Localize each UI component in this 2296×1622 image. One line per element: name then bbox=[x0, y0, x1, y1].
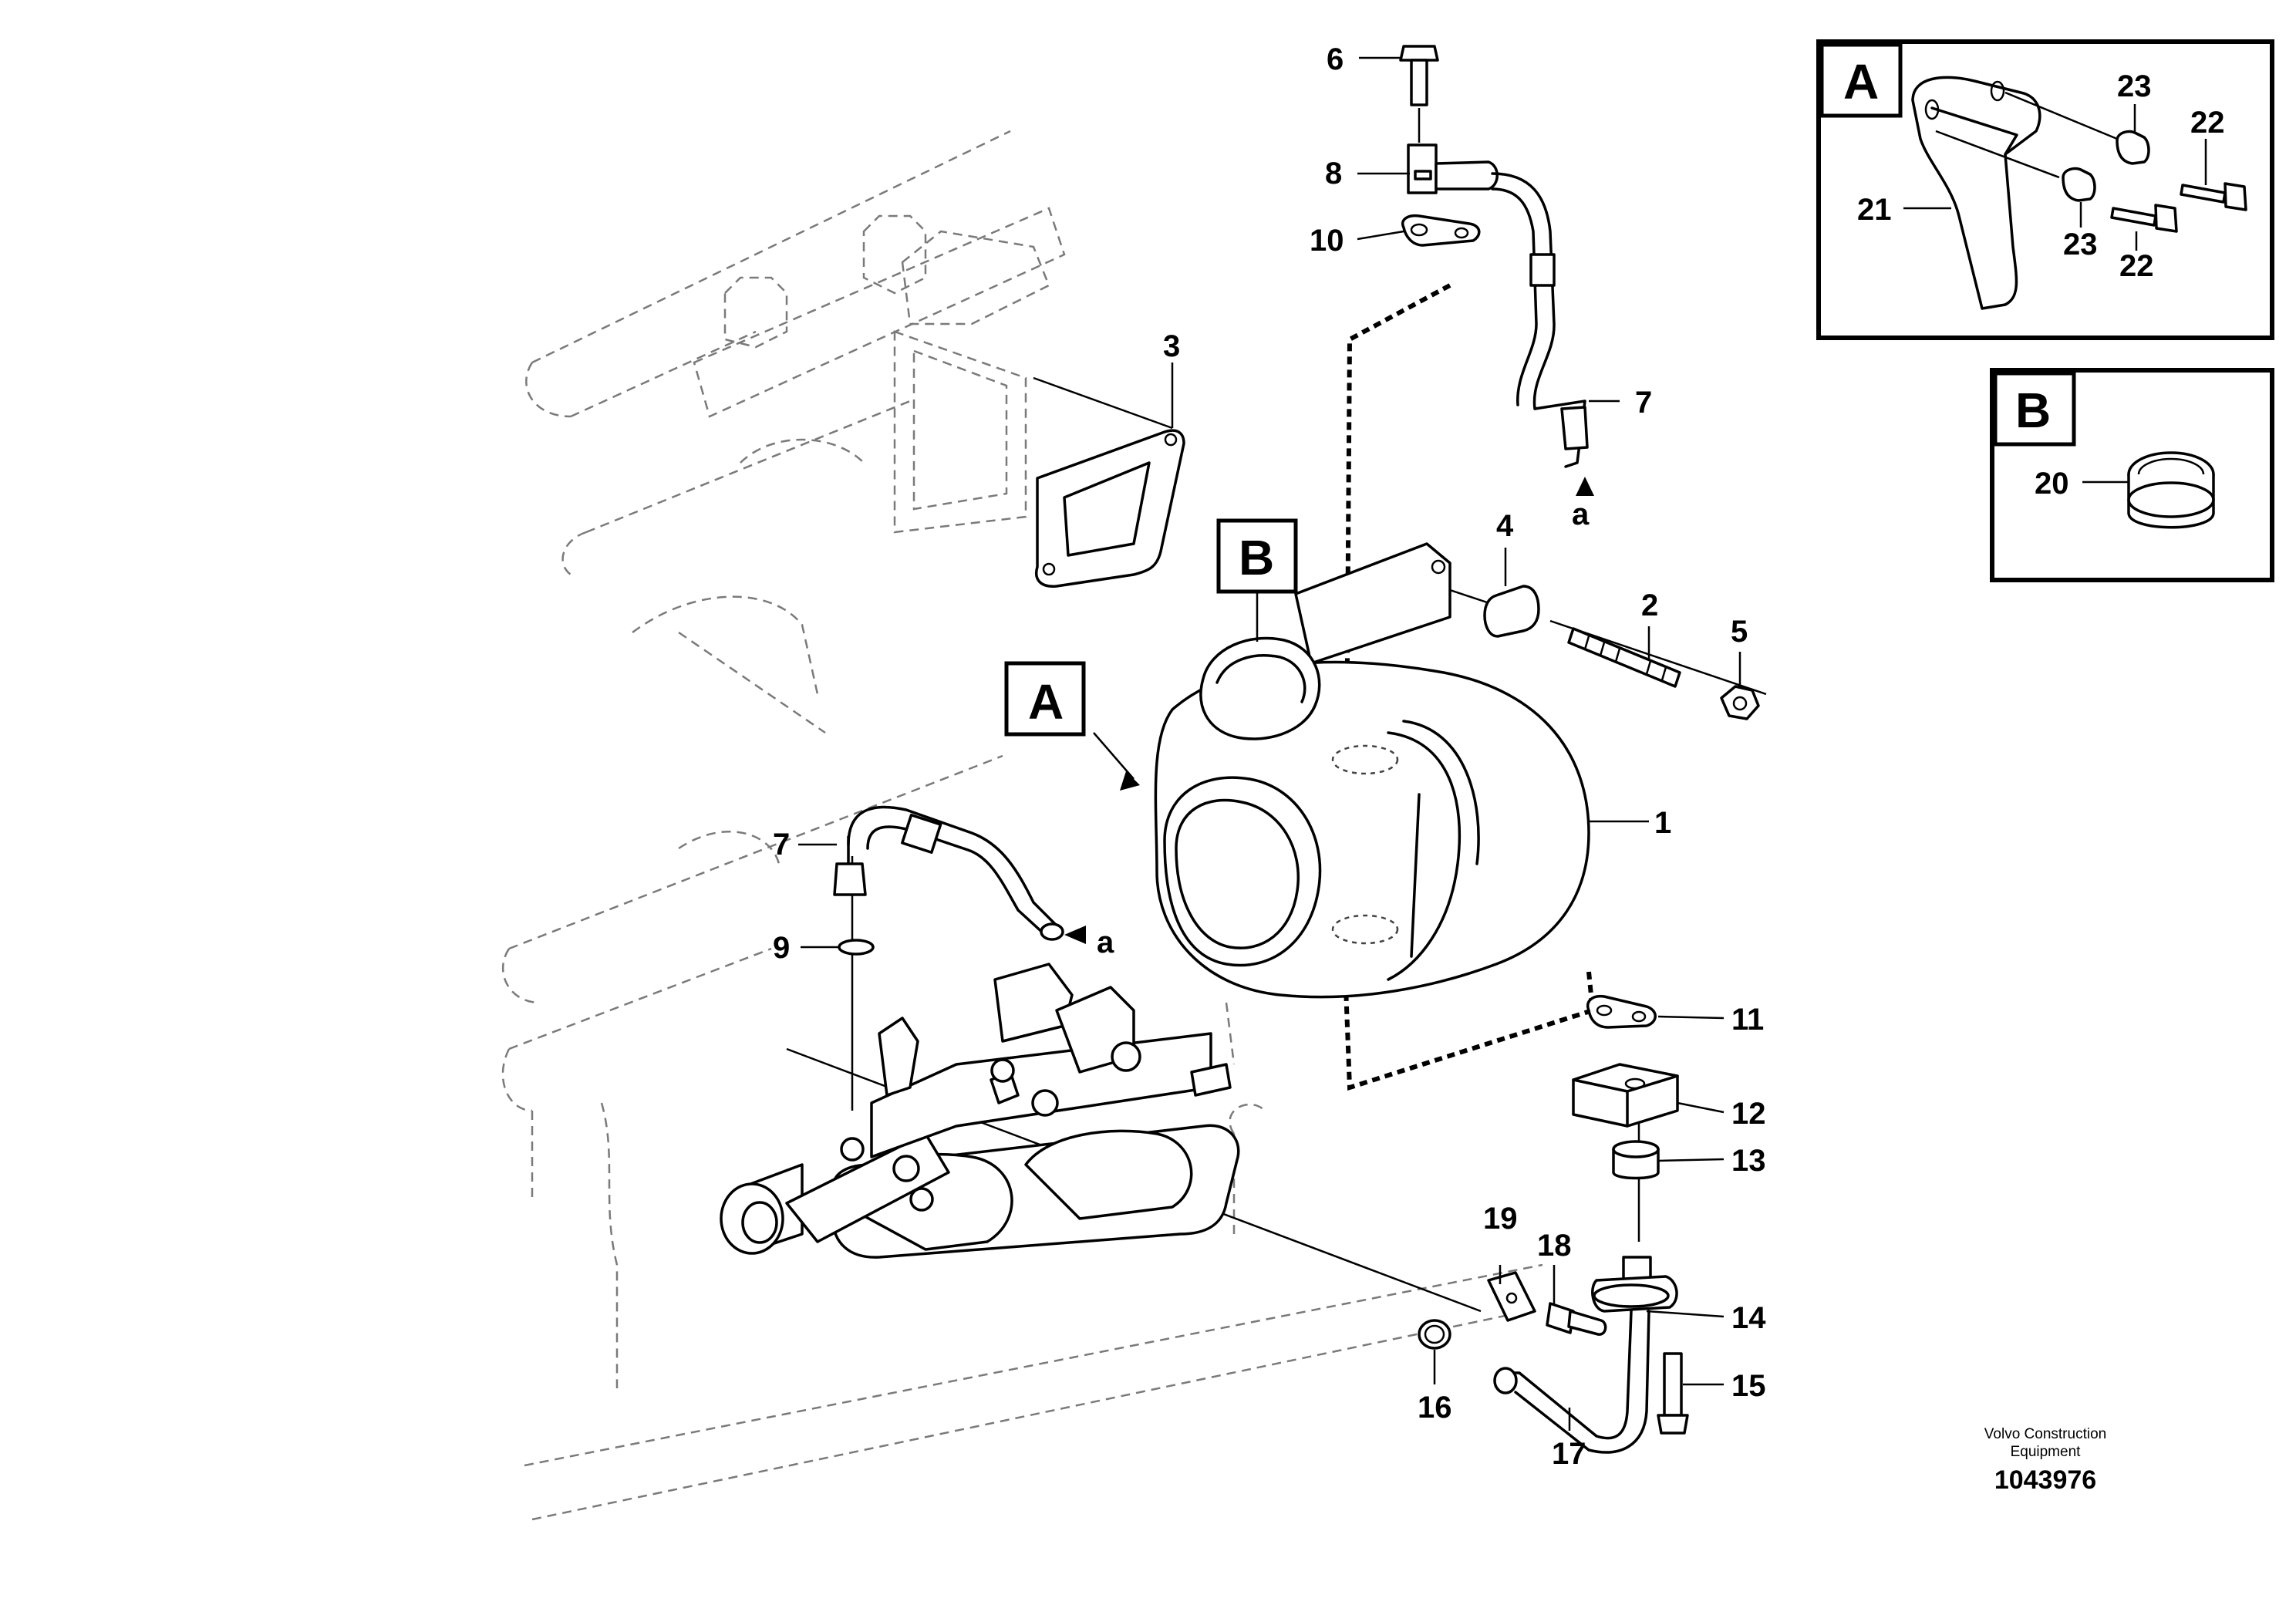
callout-22-top: 22 bbox=[2190, 106, 2225, 140]
o-ring-part-16 bbox=[1418, 1319, 1451, 1350]
flow-mark-a-top: a bbox=[1572, 497, 1590, 531]
callout-2: 2 bbox=[1641, 588, 1658, 622]
callout-10: 10 bbox=[1310, 224, 1344, 258]
callout-15: 15 bbox=[1731, 1369, 1766, 1403]
drawing-footer: Volvo Construction Equipment 1043976 bbox=[1984, 1426, 2106, 1495]
callout-16: 16 bbox=[1418, 1391, 1452, 1425]
callout-4: 4 bbox=[1496, 509, 1514, 543]
company-name-line2: Equipment bbox=[2011, 1444, 2082, 1460]
gasket-part-11 bbox=[1586, 994, 1657, 1029]
callout-18: 18 bbox=[1537, 1229, 1572, 1263]
callout-17: 17 bbox=[1552, 1437, 1586, 1471]
oil-filter-housing bbox=[720, 963, 1240, 1259]
callout-14: 14 bbox=[1731, 1301, 1766, 1335]
company-name-line1: Volvo Construction bbox=[1984, 1426, 2106, 1442]
bolt-part-15 bbox=[1657, 1352, 1689, 1435]
spacer-part-13 bbox=[1612, 1140, 1660, 1180]
callout-9: 9 bbox=[773, 931, 790, 965]
callout-3: 3 bbox=[1163, 329, 1180, 363]
detail-view-b: B 20 bbox=[1990, 368, 2274, 582]
turbocharger-part-1 bbox=[1154, 542, 1590, 999]
clip-part-19 bbox=[1487, 1271, 1536, 1322]
callout-7-top: 7 bbox=[1635, 386, 1652, 420]
callout-22-bottom: 22 bbox=[2119, 249, 2154, 283]
callout-19: 19 bbox=[1483, 1202, 1518, 1236]
gasket-part-10 bbox=[1401, 214, 1481, 247]
drawing-number: 1043976 bbox=[1994, 1465, 2096, 1495]
flange-part-12 bbox=[1572, 1063, 1679, 1128]
engine-block-ghost-outline bbox=[501, 130, 1543, 1521]
callout-6: 6 bbox=[1327, 42, 1344, 76]
flow-mark-a-left: a bbox=[1097, 926, 1114, 959]
flow-arrows bbox=[1064, 477, 1594, 944]
nut-part-5 bbox=[1720, 685, 1760, 720]
leader-lines bbox=[798, 56, 1741, 1431]
callout-labels: 1 2 3 4 5 6 7 8 10 7 9 11 12 13 14 15 16… bbox=[773, 42, 1766, 1471]
callout-1: 1 bbox=[1654, 806, 1671, 840]
callout-23-bottom: 23 bbox=[2063, 228, 2098, 261]
callout-20: 20 bbox=[2035, 467, 2069, 501]
callout-5: 5 bbox=[1731, 615, 1748, 649]
bolt-part-18 bbox=[1546, 1302, 1607, 1336]
feed-pipe-part-7-top bbox=[1491, 172, 1589, 468]
bolt-part-6 bbox=[1399, 45, 1439, 106]
view-marker-b: B bbox=[1216, 518, 1298, 594]
stud-part-2 bbox=[1567, 627, 1681, 688]
svg-text:B: B bbox=[1239, 530, 1274, 585]
svg-text:A: A bbox=[1028, 674, 1064, 730]
spacer-part-4 bbox=[1483, 585, 1540, 638]
banjo-fitting-part-8 bbox=[1407, 143, 1499, 194]
callout-8: 8 bbox=[1325, 157, 1342, 191]
callout-7-left: 7 bbox=[773, 828, 790, 862]
gasket-part-3 bbox=[1035, 429, 1185, 588]
detail-view-a: A 21 23 22 23 22 bbox=[1816, 39, 2274, 340]
callout-13: 13 bbox=[1731, 1144, 1766, 1178]
return-pipe-part-7-left bbox=[833, 805, 1064, 941]
callout-23-top: 23 bbox=[2117, 69, 2152, 103]
svg-text:A: A bbox=[1843, 54, 1879, 110]
gasket-part-14 bbox=[1593, 1283, 1670, 1308]
callout-11: 11 bbox=[1731, 1003, 1764, 1037]
callout-21: 21 bbox=[1857, 193, 1892, 227]
callout-12: 12 bbox=[1731, 1097, 1766, 1131]
view-marker-a: A bbox=[1004, 661, 1086, 737]
svg-text:B: B bbox=[2015, 383, 2051, 438]
o-ring-part-9 bbox=[838, 939, 875, 956]
